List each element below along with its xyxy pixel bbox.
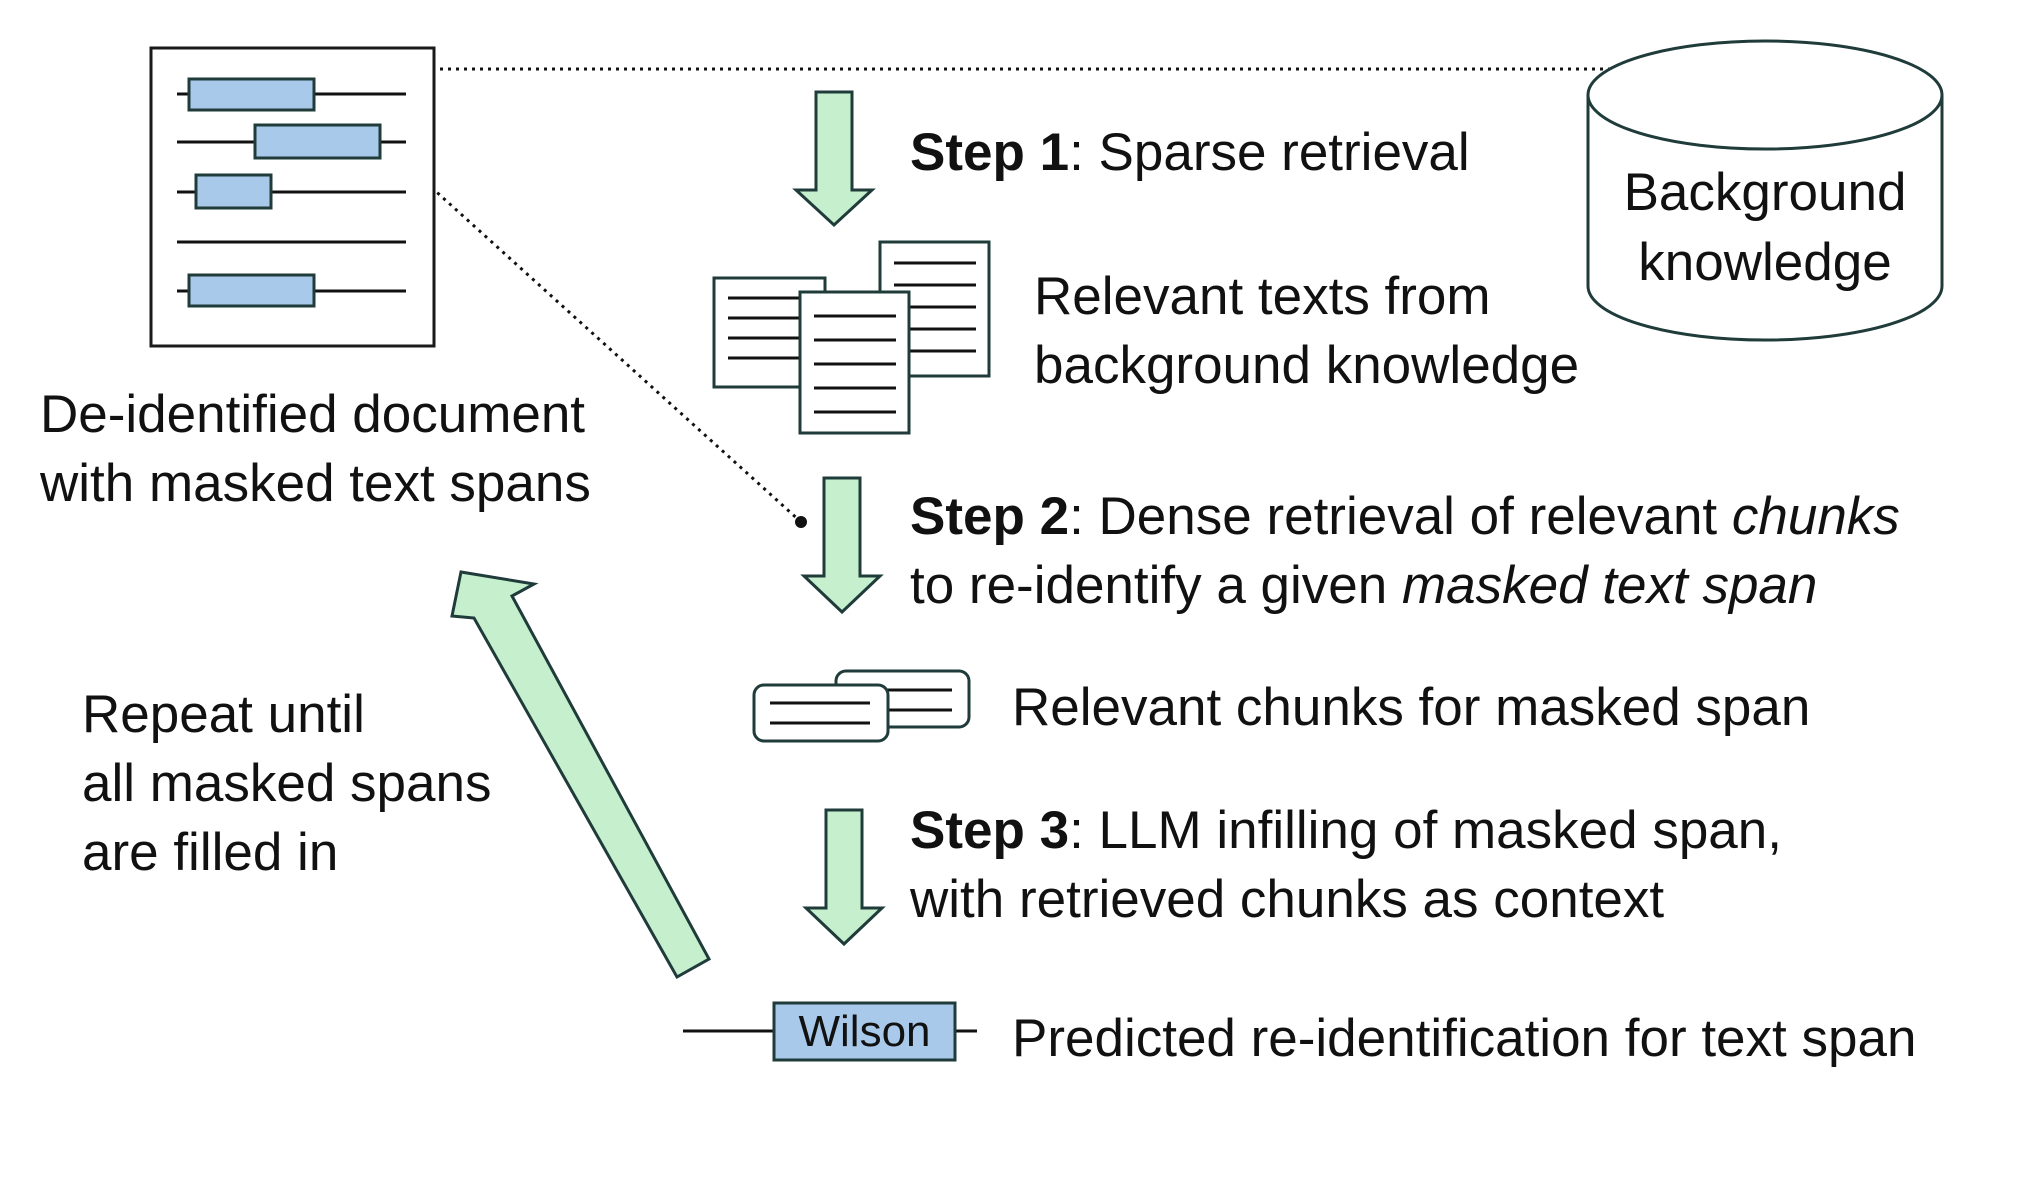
stacked-documents-icon [712, 240, 991, 435]
step2-text-b: to re-identify a given [910, 556, 1402, 615]
connector-dot [795, 516, 807, 528]
masked-span [187, 273, 316, 308]
step3-caption-line2: with retrieved chunks as context [910, 870, 1665, 929]
stacked-chunks-icon [752, 669, 971, 743]
step1-down-arrow [792, 90, 876, 228]
document-caption-line2: with masked text spans [40, 454, 591, 513]
database-label-line2: knowledge [1638, 233, 1892, 292]
step2-italic-b: masked text span [1401, 556, 1818, 615]
step1-text: : Sparse retrieval [1069, 123, 1470, 182]
step3-label: Step 3 [910, 801, 1070, 860]
step2-caption-line1: Step 2: Dense retrieval of relevant chun… [910, 482, 1900, 551]
masked-span [187, 77, 316, 112]
step3-text-a: : LLM infilling of masked span, [1069, 801, 1782, 860]
predicted-span-box [772, 1001, 957, 1062]
step2-text-a: : Dense retrieval of relevant [1069, 487, 1732, 546]
predicted-token: Wilson [798, 1007, 931, 1056]
relevant-texts-line1: Relevant texts from [1034, 267, 1491, 326]
repeat-line1: Repeat until [82, 685, 365, 744]
masked-span [194, 173, 273, 210]
masked-span [253, 123, 382, 160]
relevant-chunks-text: Relevant chunks for masked span [1012, 678, 1811, 737]
step3-caption-line1: Step 3: LLM infilling of masked span, [910, 796, 1782, 865]
step2-caption-line2: to re-identify a given masked text span [910, 551, 1817, 620]
repeat-line3: are filled in [82, 823, 339, 882]
step3-down-arrow [802, 808, 886, 947]
step1-caption: Step 1: Sparse retrieval [910, 118, 1470, 187]
step2-label: Step 2 [910, 487, 1070, 546]
step2-down-arrow [800, 476, 884, 615]
repeat-line2: all masked spans [82, 754, 492, 813]
step1-label: Step 1 [910, 123, 1070, 182]
de-identified-document-icon [149, 46, 436, 348]
relevant-texts-line2: background knowledge [1034, 336, 1580, 395]
repeat-loop-arrow [450, 570, 712, 980]
document-caption-line1: De-identified document [40, 385, 586, 444]
database-label-line1: Background [1623, 163, 1907, 222]
prediction-text: Predicted re-identification for text spa… [1012, 1009, 1917, 1068]
step2-italic-a: chunks [1731, 487, 1900, 546]
predicted-span-line [683, 1001, 977, 1062]
database-cylinder-icon [1586, 39, 1944, 342]
